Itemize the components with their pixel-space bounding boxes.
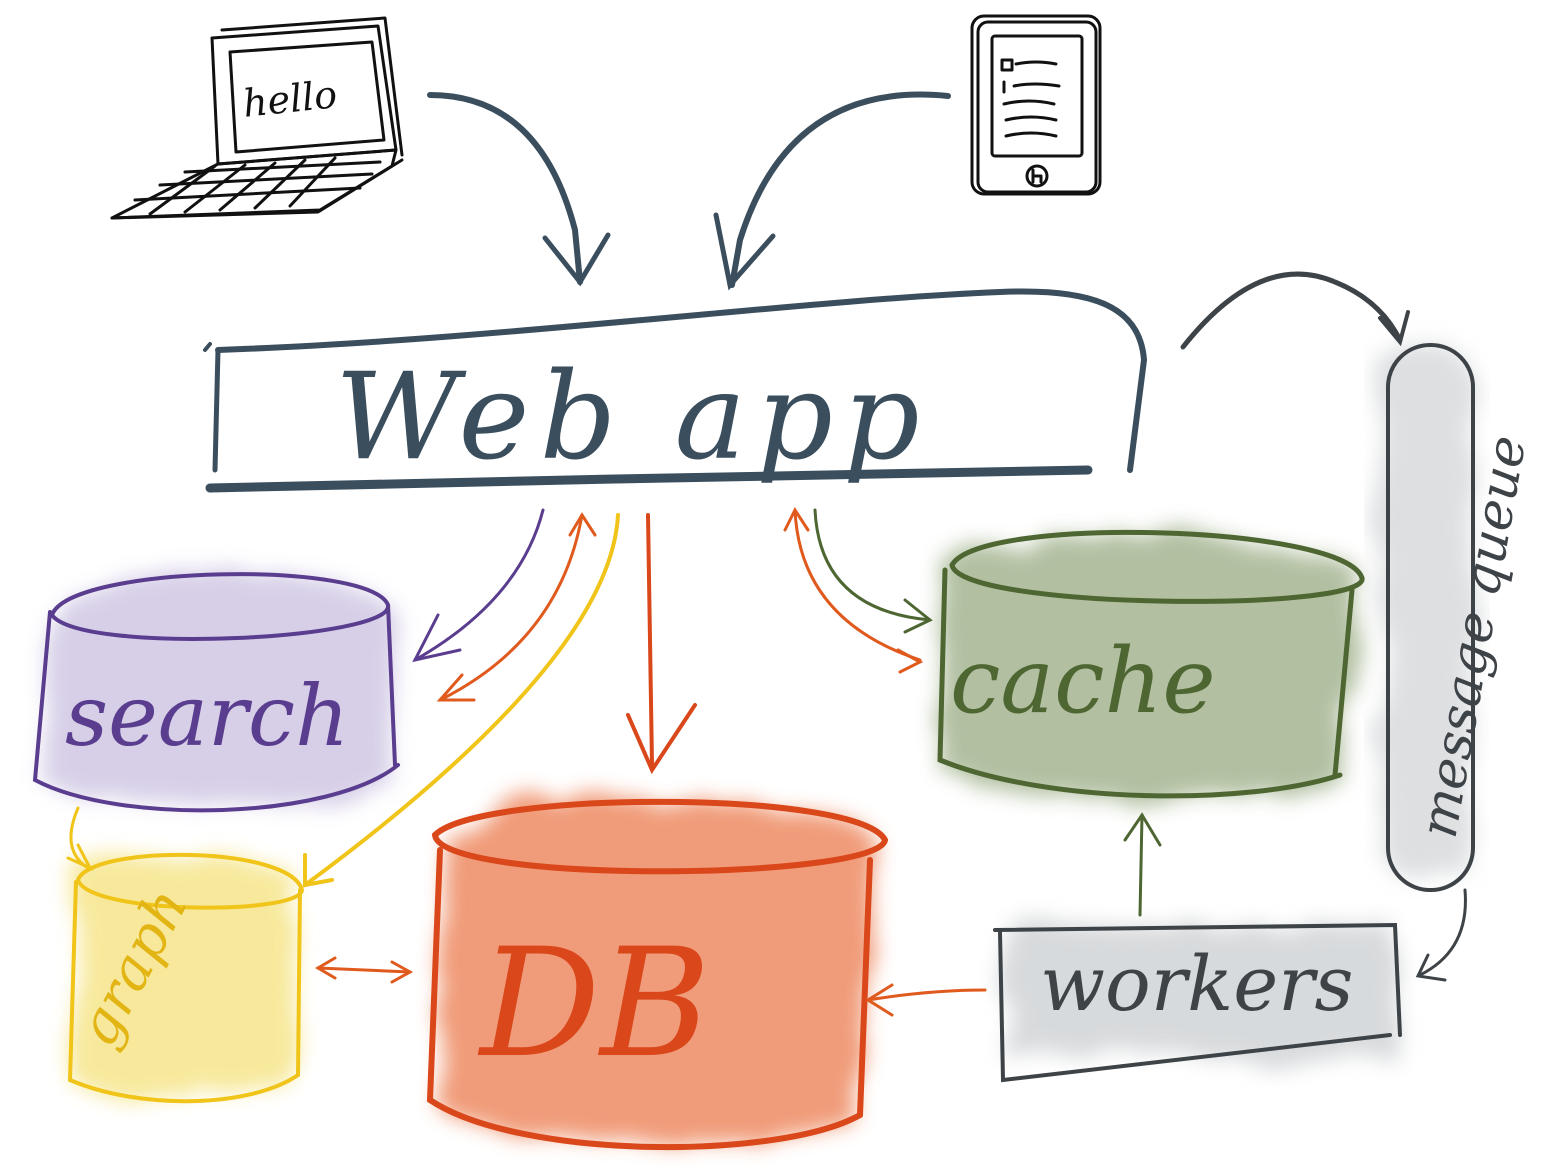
search-webapp-arrow <box>436 512 597 702</box>
queue-to-workers-arrow <box>1415 888 1467 982</box>
search-label: search <box>65 667 349 765</box>
workers-to-db-arrow <box>865 983 987 1017</box>
webapp-to-graph-arrow <box>303 513 620 888</box>
cache-label: cache <box>950 629 1216 734</box>
webapp-to-queue-arrow <box>1180 271 1410 350</box>
graph-db-arrow <box>315 956 414 984</box>
webapp-to-search-arrow <box>412 508 545 663</box>
laptop-screen-text: hello <box>241 72 339 126</box>
workers-label: workers <box>1040 939 1354 1028</box>
cache-cylinder <box>937 529 1365 799</box>
search-cylinder <box>32 572 400 813</box>
ereader-icon <box>970 14 1102 196</box>
search-to-graph-arrow <box>66 806 94 872</box>
workers-box <box>993 922 1402 1083</box>
webapp-box <box>203 288 1148 493</box>
laptop-icon <box>110 16 404 220</box>
client-arrows <box>427 91 951 291</box>
webapp-to-cache-arrow <box>813 508 933 634</box>
workers-to-cache-arrow <box>1123 812 1162 917</box>
webapp-to-db-arrow <box>626 513 697 775</box>
graph-cylinder <box>67 852 305 1104</box>
cache-webapp-arrow <box>783 506 924 674</box>
webapp-label: Web app <box>335 348 930 487</box>
db-cylinder <box>426 798 889 1151</box>
db-label: DB <box>477 917 711 1091</box>
message-queue <box>1382 340 1475 892</box>
